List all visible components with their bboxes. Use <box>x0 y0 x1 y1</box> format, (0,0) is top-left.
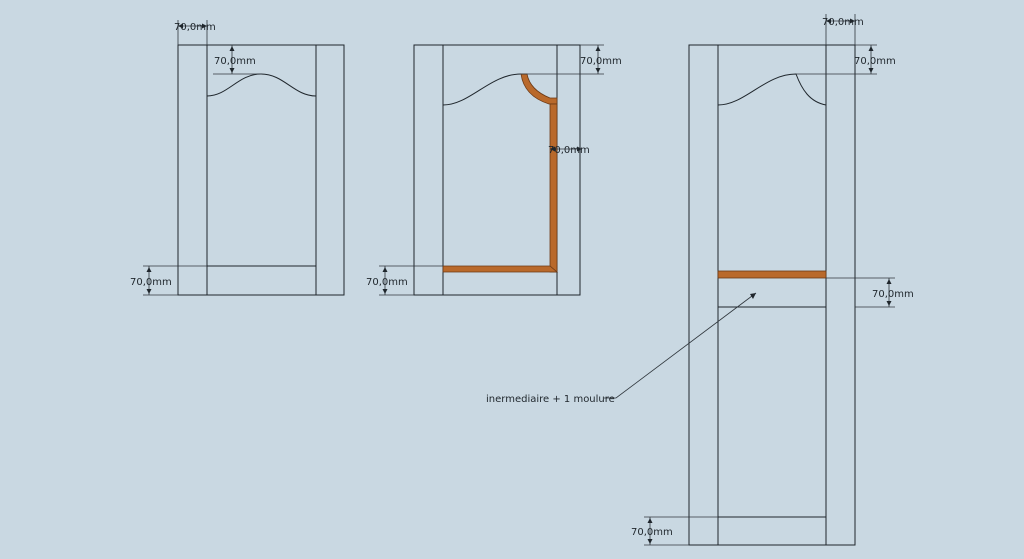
door-2: 70,0mm 70,0mm 70,0mm <box>366 44 622 296</box>
door-1-arch-rail <box>206 73 317 97</box>
door-3-arch-rail <box>717 73 827 106</box>
door-1-dim-top-label: 70,0mm <box>174 22 216 33</box>
door-2-dim-top-label: 70,0mm <box>580 56 622 67</box>
door-3-dim-top: 70,0mm <box>822 14 864 45</box>
door-2-outer-frame <box>413 44 581 296</box>
door-3-dim-arch: 70,0mm <box>796 44 896 75</box>
door-2-dim-bottom-label: 70,0mm <box>366 277 408 288</box>
door-3-dim-bottom-label: 70,0mm <box>631 527 673 538</box>
door-3-dim-intermediate: 70,0mm <box>826 277 914 308</box>
door-3-moulding-intermediate <box>717 270 827 279</box>
door-3-dim-bottom: 70,0mm <box>631 516 718 546</box>
annotation-label: inermediaire + 1 moulure <box>486 394 615 405</box>
door-3: 70,0mm 70,0mm 70,0mm 70,0mm <box>486 14 914 546</box>
door-2-dim-top: 70,0mm <box>521 44 622 75</box>
door-2-dim-middle-label: 70,0mm <box>548 145 590 156</box>
door-2-moulding-arc <box>520 73 558 105</box>
door-1: 70,0mm 70,0mm 70,0mm <box>130 20 345 296</box>
door-3-annotation: inermediaire + 1 moulure <box>486 292 757 405</box>
door-3-dim-arch-label: 70,0mm <box>854 56 896 67</box>
door-1-dim-bottom: 70,0mm <box>130 265 207 296</box>
door-1-dim-arch-label: 70,0mm <box>214 56 256 67</box>
door-2-dim-middle: 70,0mm <box>548 145 590 156</box>
door-1-dim-top: 70,0mm <box>174 20 216 45</box>
door-2-moulding-vertical <box>549 103 558 273</box>
door-1-dim-bottom-label: 70,0mm <box>130 277 172 288</box>
door-3-dim-top-label: 70,0mm <box>822 17 864 28</box>
door-1-outer-frame <box>177 44 345 296</box>
door-3-dim-intermediate-label: 70,0mm <box>872 289 914 300</box>
door-2-dim-bottom: 70,0mm <box>366 265 443 296</box>
door-2-moulding-bottom <box>442 265 559 273</box>
door-1-dim-arch: 70,0mm <box>213 45 262 75</box>
door-2-arch-rail <box>442 73 522 106</box>
door-3-outer-frame <box>688 44 856 546</box>
